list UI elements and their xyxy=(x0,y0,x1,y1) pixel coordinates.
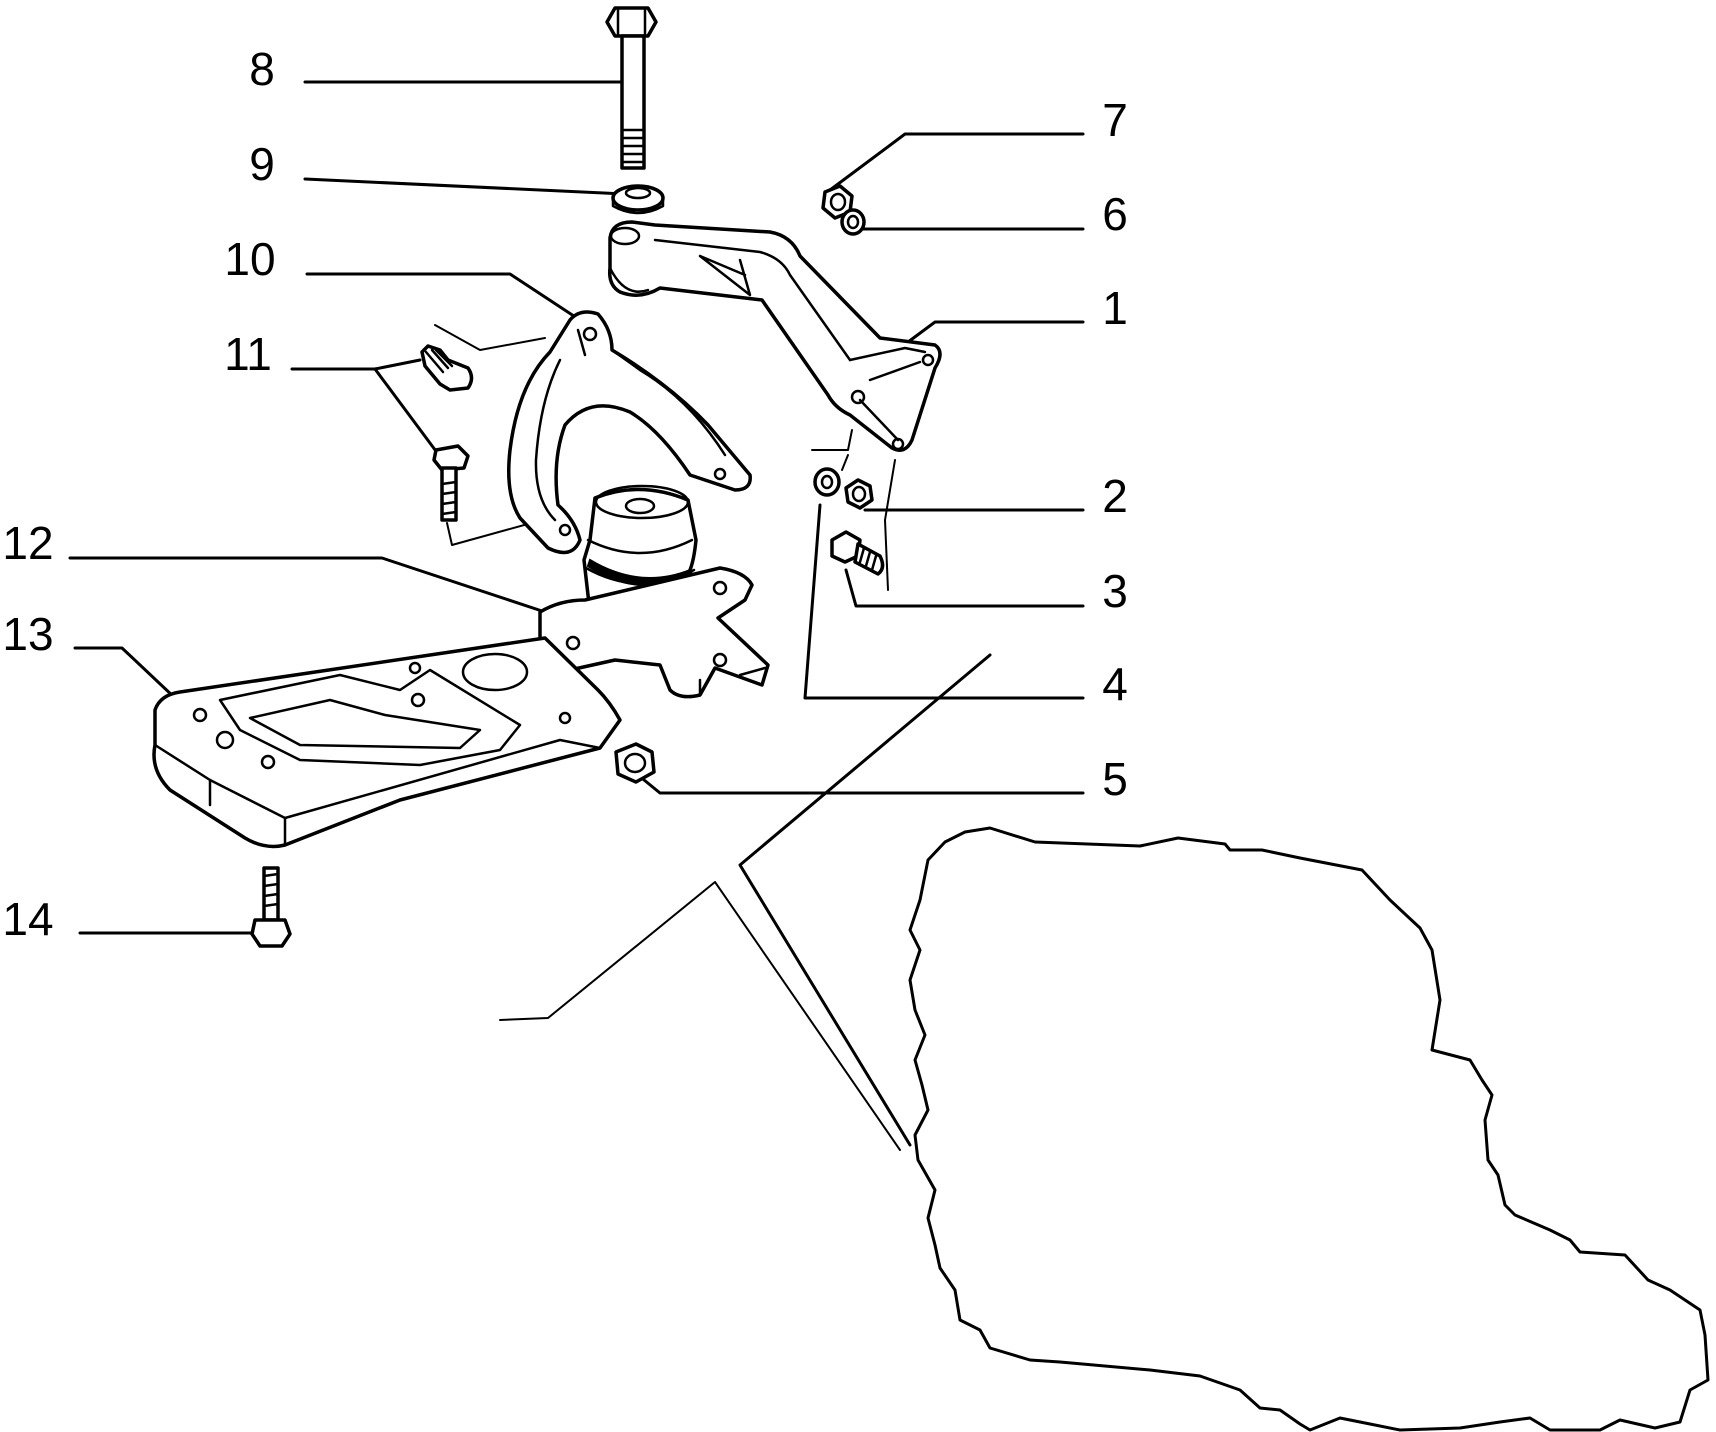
callout-label-2: 2 xyxy=(1102,470,1128,522)
callout-label-5: 5 xyxy=(1102,753,1128,805)
callout-label-6: 6 xyxy=(1102,188,1128,240)
callout-label-3: 3 xyxy=(1102,565,1128,617)
leader-line-12 xyxy=(68,556,547,614)
callout-label-14: 14 xyxy=(2,893,53,945)
bolts-part-11 xyxy=(420,344,474,522)
callout-label-8: 8 xyxy=(249,43,275,95)
nut-part-7 xyxy=(821,184,854,220)
leader-line-13 xyxy=(73,646,177,700)
base-plate-part-13 xyxy=(152,636,622,849)
nut-part-2 xyxy=(844,478,874,510)
leader-line-11 xyxy=(290,358,452,472)
callout-label-12: 12 xyxy=(2,517,53,569)
bolt-part-3 xyxy=(830,530,885,576)
fork-bracket-part-10 xyxy=(507,310,752,555)
leader-lines xyxy=(68,80,1085,935)
leader-line-4 xyxy=(803,503,1085,700)
alignment-lines xyxy=(434,324,992,1151)
callout-label-7: 7 xyxy=(1102,94,1128,146)
callout-label-11: 11 xyxy=(224,328,272,380)
leader-line-9 xyxy=(303,177,627,196)
leader-line-10 xyxy=(305,272,588,326)
callout-labels: 8 9 10 11 12 13 14 7 6 1 2 3 4 5 xyxy=(2,43,1127,945)
callout-label-10: 10 xyxy=(224,233,275,285)
bolt-part-14 xyxy=(250,866,292,948)
leader-line-7 xyxy=(828,132,1085,192)
washer-part-6 xyxy=(840,208,866,236)
upper-arm-bracket-part-1 xyxy=(607,220,942,452)
washer-part-4 xyxy=(813,467,841,497)
callout-label-9: 9 xyxy=(249,138,275,190)
nut-part-5 xyxy=(614,742,656,784)
washer-part-9 xyxy=(611,184,665,215)
callout-label-4: 4 xyxy=(1102,658,1128,710)
long-bolt-part-8 xyxy=(605,6,658,170)
leader-line-3 xyxy=(844,568,1085,608)
leader-line-5 xyxy=(636,773,1085,795)
callout-label-1: 1 xyxy=(1102,282,1128,334)
leader-line-1 xyxy=(898,320,1085,350)
gearbox-housing-outline xyxy=(908,826,1710,1432)
callout-label-13: 13 xyxy=(2,608,53,660)
